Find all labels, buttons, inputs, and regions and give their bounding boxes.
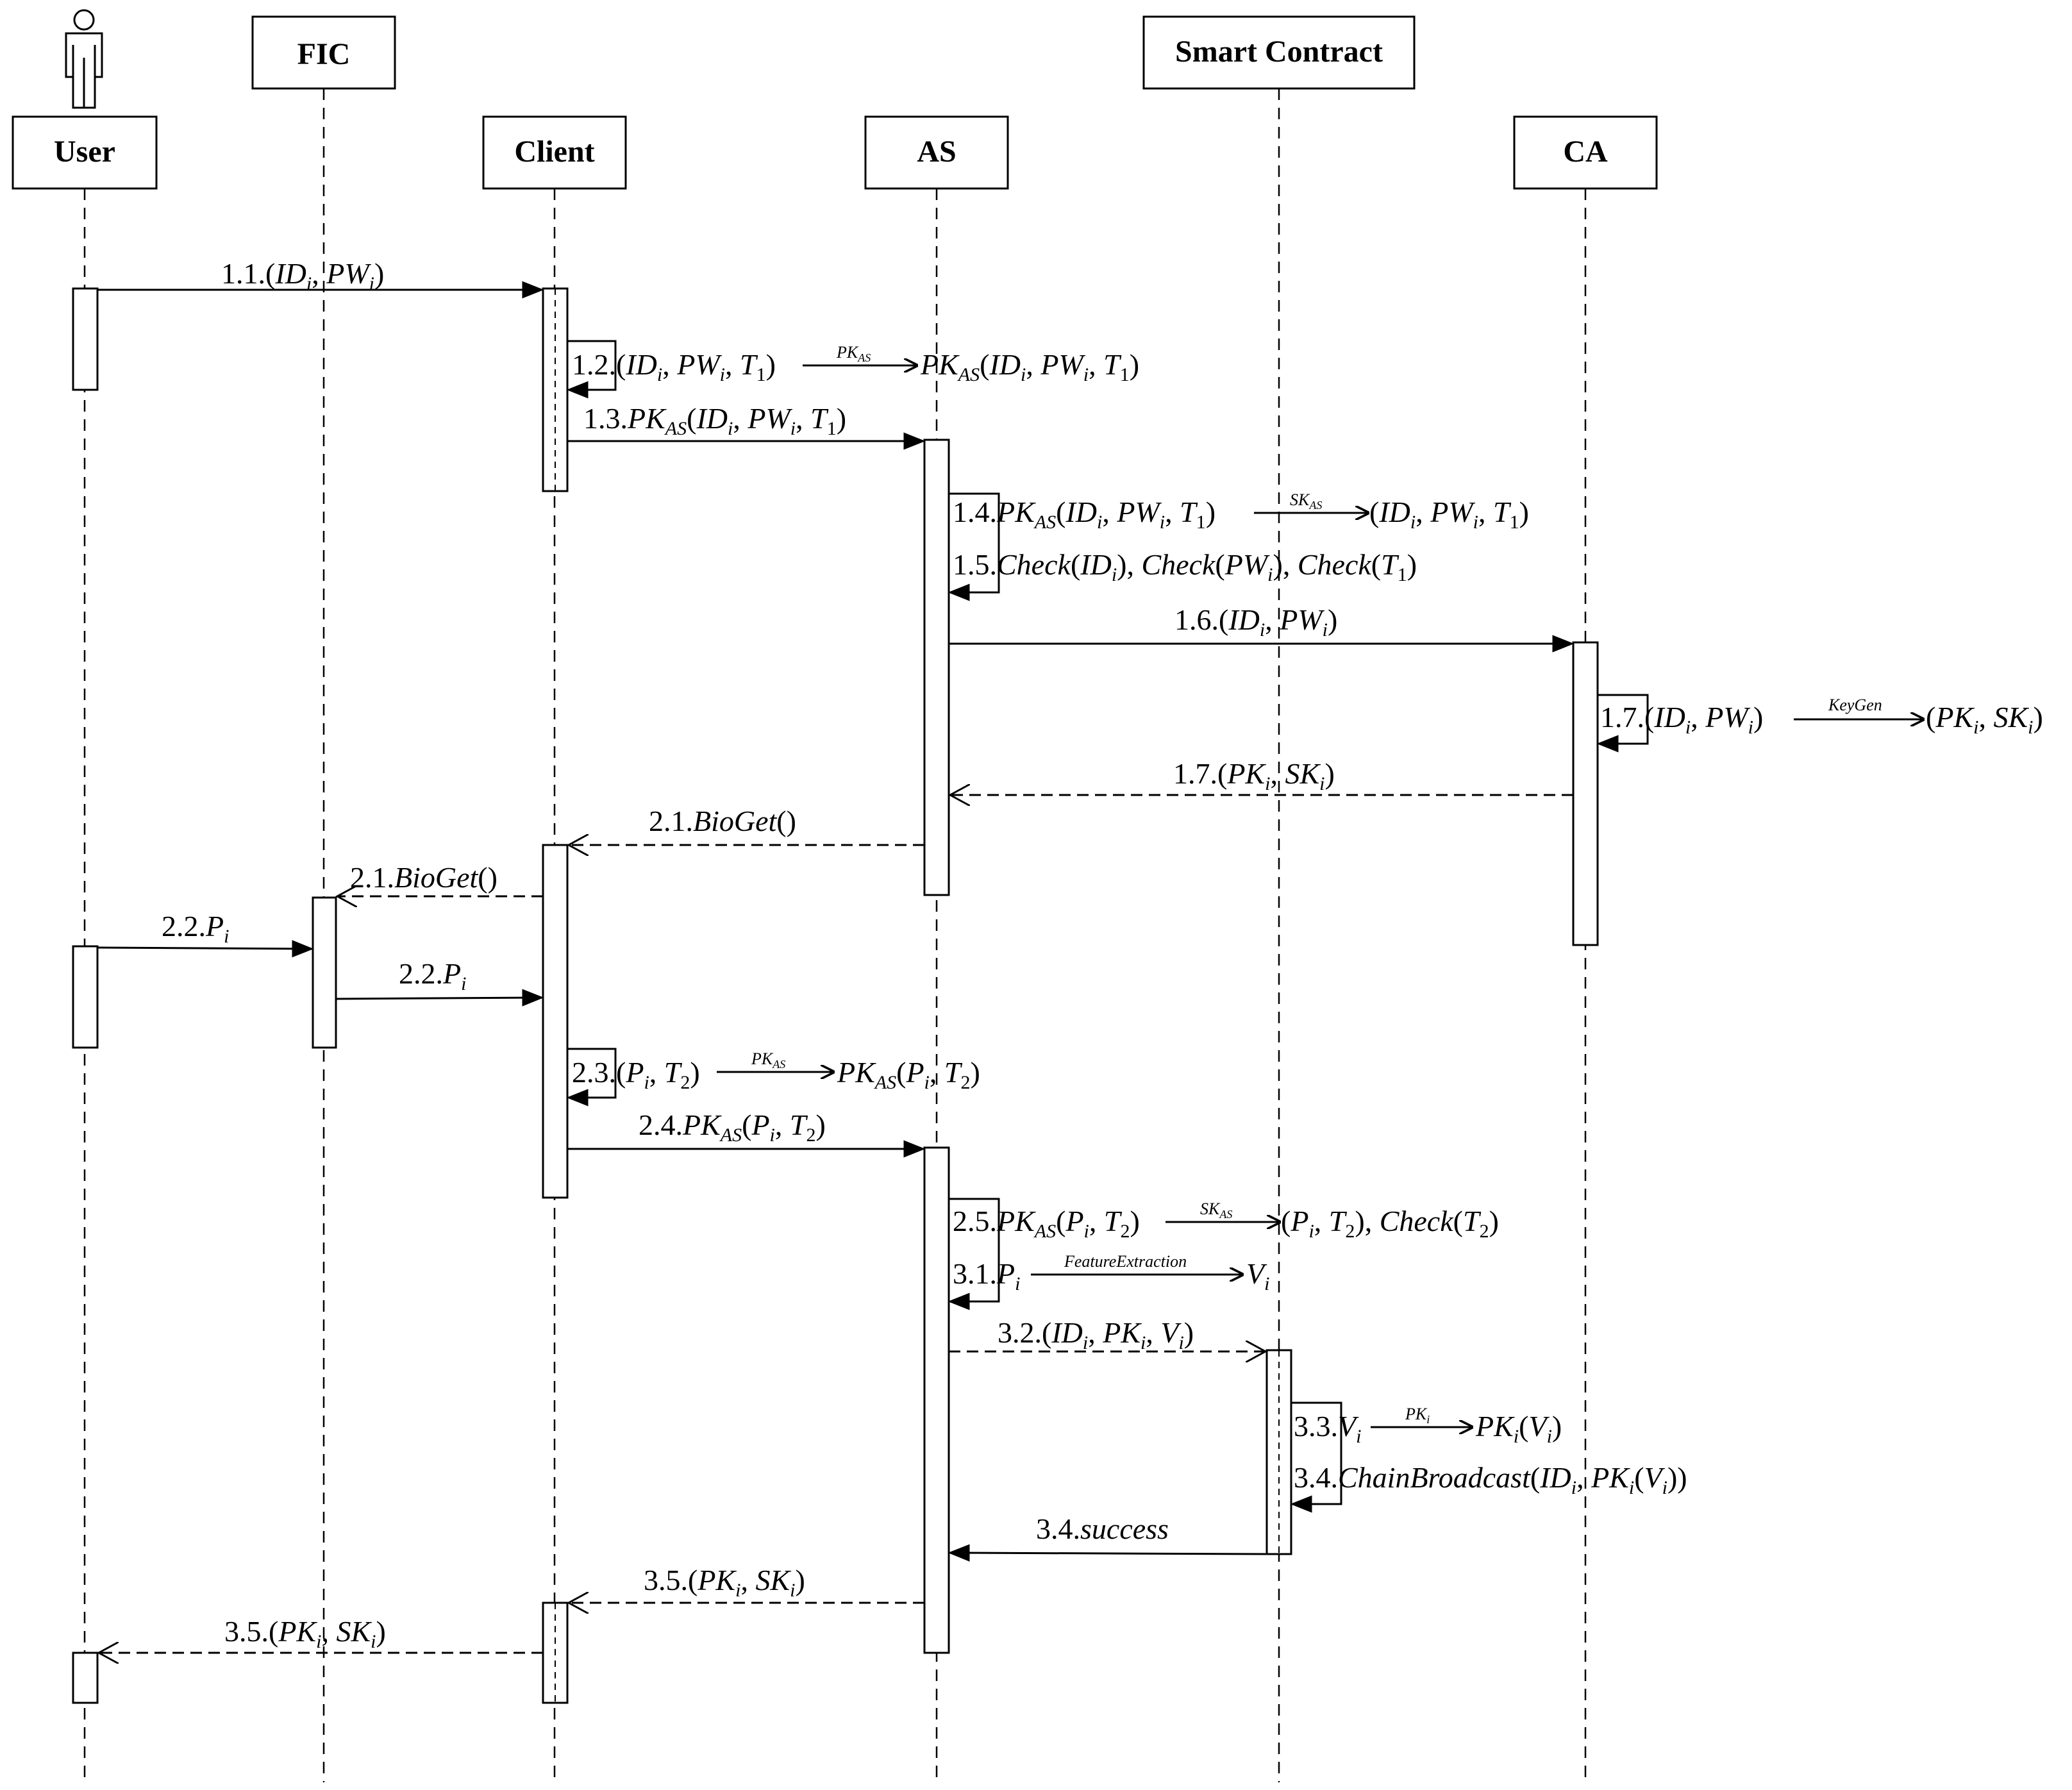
svg-text:3.5.(PKi, SKi): 3.5.(PKi, SKi) [224,1615,386,1652]
activation-user-2 [72,945,99,1049]
message-2-2-b: 2.2.Pi [335,957,544,1007]
svg-text:1.5.Check(IDi), Check(PWi), Ch: 1.5.Check(IDi), Check(PWi), Check(T1) [953,548,1417,585]
svg-text:PKAS: PKAS [751,1050,785,1071]
activation-client-2 [542,844,569,1199]
message-2-1-a: 2.1.BioGet() [569,805,924,845]
svg-text:3.2.(IDi, PKi, Vi): 3.2.(IDi, PKi, Vi) [998,1316,1194,1353]
message-1-3: 1.3.PKAS(IDi, PWi, T1) [567,402,926,450]
activation-client-1 [542,287,569,492]
participant-label: FIC [297,37,351,71]
person-icon [65,9,103,109]
message-3-3: 3.3.Vi PKi PKi(Vi) [1290,1401,1562,1513]
svg-text:2.5.PKAS(Pi, T2): 2.5.PKAS(Pi, T2) [953,1205,1140,1242]
participant-user: User [12,115,158,190]
activation-as-1 [923,439,950,896]
participant-smart-contract: Smart Contract [1142,15,1416,90]
message-3-1: 3.1.Pi FeatureExtraction Vi [953,1252,1269,1294]
svg-text:3.5.(PKi, SKi): 3.5.(PKi, SKi) [644,1564,805,1601]
activation-user-3 [72,1652,99,1704]
svg-text:3.4.ChainBroadcast(IDi, PKi(Vi: 3.4.ChainBroadcast(IDi, PKi(Vi)) [1294,1461,1687,1498]
svg-text:3.3.Vi: 3.3.Vi [1294,1410,1361,1447]
svg-text:1.6.(IDi, PWi): 1.6.(IDi, PWi) [1174,603,1337,640]
participant-label: AS [917,135,956,169]
svg-text:1.2.(IDi, PWi, T1): 1.2.(IDi, PWi, T1) [572,348,776,385]
activation-ca-1 [1572,641,1599,946]
arrow-label-sk-sub: AS [1308,499,1322,512]
participant-label: Smart Contract [1175,35,1383,69]
svg-text:2.3.(Pi, T2): 2.3.(Pi, T2) [572,1056,700,1093]
svg-text:PKi(Vi): PKi(Vi) [1475,1410,1562,1447]
message-3-5-b: 3.5.(PKi, SKi) [99,1615,543,1653]
activation-user-1 [72,287,99,391]
arrow-label-pki-sub: i [1426,1413,1430,1426]
activation-fic-1 [312,896,337,1049]
svg-text:3.4.success: 3.4.success [1036,1512,1169,1545]
svg-text:(PKi, SKi): (PKi, SKi) [1926,701,2043,738]
svg-text:1.1.(IDi, PWi): 1.1.(IDi, PWi) [221,257,384,294]
arrow-label-sk: SK [1290,490,1310,509]
message-1-4: 1.4.PKAS(IDi, PWi, T1) SKAS (IDi, PWi, T… [948,490,1529,601]
arrow-label-pk-2: PK [751,1050,774,1068]
svg-text:1.7.(PKi, SKi): 1.7.(PKi, SKi) [1173,757,1335,794]
svg-text:1.7.(IDi, PWi): 1.7.(IDi, PWi) [1600,701,1763,738]
message-2-2-a: 2.2.Pi [97,910,314,958]
svg-text:PKAS(IDi, PWi, T1): PKAS(IDi, PWi, T1) [920,348,1139,385]
activation-bars [72,287,1599,1704]
svg-text:2.2.Pi: 2.2.Pi [162,910,229,947]
arrow-label-pki: PK [1405,1405,1428,1423]
message-3-2: 3.2.(IDi, PKi, Vi) [949,1316,1266,1353]
participant-ca: CA [1513,115,1658,190]
message-3-4-self: 3.4.ChainBroadcast(IDi, PKi(Vi)) [1294,1461,1687,1498]
svg-text:PKi: PKi [1405,1405,1430,1426]
message-3-4-success: 3.4.success [948,1512,1267,1562]
arrow-label-pk: PK [836,343,859,362]
arrow-label-sk-sub-2: AS [1219,1208,1232,1221]
participant-as: AS [864,115,1009,190]
participant-fic: FIC [251,15,396,90]
svg-text:2.1.BioGet(): 2.1.BioGet() [350,861,497,894]
svg-text:PKAS: PKAS [836,343,871,364]
participant-client: Client [482,115,627,190]
message-2-5: 2.5.PKAS(Pi, T2) SKAS (Pi, T2), Check(T2… [948,1198,1499,1310]
message-1-7-self: 1.7.(IDi, PWi) KeyGen (PKi, SKi) [1596,694,2043,753]
activation-as-2 [923,1146,950,1654]
svg-text:(IDi, PWi, T1): (IDi, PWi, T1) [1369,496,1529,533]
svg-text:1.3.PKAS(IDi, PWi, T1): 1.3.PKAS(IDi, PWi, T1) [583,402,846,439]
arrow-label-pk-sub: AS [857,351,871,364]
participant-label: User [54,135,115,169]
arrow-label-pk-sub-2: AS [772,1058,785,1071]
svg-text:2.4.PKAS(Pi, T2): 2.4.PKAS(Pi, T2) [639,1108,826,1146]
message-1-2: 1.2.(IDi, PWi, T1) PKAS PKAS(IDi, PWi, T… [566,340,1139,399]
message-2-3: 2.3.(Pi, T2) PKAS PKAS(Pi, T2) [566,1048,980,1107]
svg-text:(Pi, T2), Check(T2): (Pi, T2), Check(T2) [1281,1205,1499,1242]
svg-text:1.4.PKAS(IDi, PWi, T1): 1.4.PKAS(IDi, PWi, T1) [953,496,1216,533]
message-1-6: 1.6.(IDi, PWi) [949,603,1575,653]
message-1-1: 1.1.(IDi, PWi) [97,257,544,299]
message-3-5-a: 3.5.(PKi, SKi) [569,1564,924,1603]
message-1-5: 1.5.Check(IDi), Check(PWi), Check(T1) [953,548,1417,585]
message-1-7-return: 1.7.(PKi, SKi) [950,757,1573,795]
svg-text:3.1.Pi: 3.1.Pi [953,1257,1020,1294]
svg-text:PKAS(Pi, T2): PKAS(Pi, T2) [837,1056,980,1093]
arrow-label-keygen: KeyGen [1828,696,1882,714]
participant-label: CA [1563,135,1608,169]
svg-text:SKAS: SKAS [1290,490,1322,512]
message-2-4: 2.4.PKAS(Pi, T2) [567,1108,926,1158]
message-2-1-b: 2.1.BioGet() [337,861,543,896]
svg-text:Vi: Vi [1246,1257,1269,1294]
arrow-label-feature-extraction: FeatureExtraction [1064,1252,1187,1271]
svg-text:SKAS: SKAS [1200,1200,1232,1221]
participant-label: Client [514,135,594,169]
arrow-label-sk-2: SK [1200,1200,1221,1218]
svg-text:2.1.BioGet(): 2.1.BioGet() [649,805,796,837]
svg-text:2.2.Pi: 2.2.Pi [399,957,466,994]
